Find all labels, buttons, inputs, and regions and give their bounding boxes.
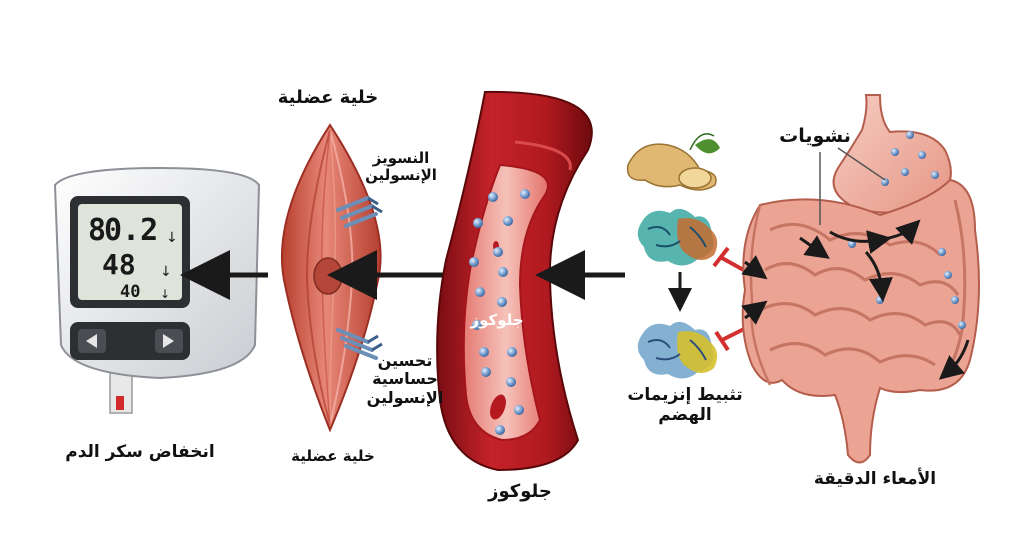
ginger-icon — [626, 133, 720, 191]
blood-glucose-meter-icon: 8 0.2 48 40 ↓ ↓ ↓ — [53, 166, 261, 414]
muscle-cell-top-label: خلية عضلية — [277, 87, 379, 108]
glucose-molecules — [469, 189, 530, 435]
blood-vessel-icon — [436, 90, 593, 472]
meter-down-arrow-1: ↓ — [166, 230, 178, 246]
glucose-vessel-label: جلوكوز — [470, 311, 524, 329]
meter-reading-3: 40 — [120, 282, 140, 302]
digestion-flow-arrows — [741, 219, 970, 380]
enzyme-inhibition-label: تثبيط إنزيمات الهضم — [627, 385, 743, 425]
blood-sugar-lowering-label: انخفاض سكر الدم — [65, 442, 215, 462]
meter-reading-1: 0.2 — [104, 213, 158, 248]
insulin-secretion-label: النسويز الإنسولين — [365, 149, 437, 185]
enzyme-icon — [637, 208, 718, 379]
small-intestine-label: الأمعاء الدقيقة — [813, 469, 937, 489]
meter-ghost-digit: 8 — [88, 213, 106, 248]
starches-label: نشويات — [779, 125, 851, 147]
meter-right-button — [163, 334, 174, 348]
muscle-cell-bottom-label: خلية عضلية — [291, 447, 375, 465]
insulin-receptor-icon — [336, 196, 383, 360]
glucose-label: جلوكوز — [488, 481, 552, 502]
starch-pointer-lines — [819, 147, 886, 225]
meter-reading-2: 48 — [102, 248, 136, 281]
meter-down-arrow-2: ↓ — [160, 264, 172, 280]
insulin-sensitivity-label: تحسين حساسية الإنسولين — [366, 351, 444, 407]
small-intestine-icon — [741, 178, 980, 464]
meter-down-arrow-3: ↓ — [160, 287, 170, 301]
meter-left-button — [86, 334, 97, 348]
